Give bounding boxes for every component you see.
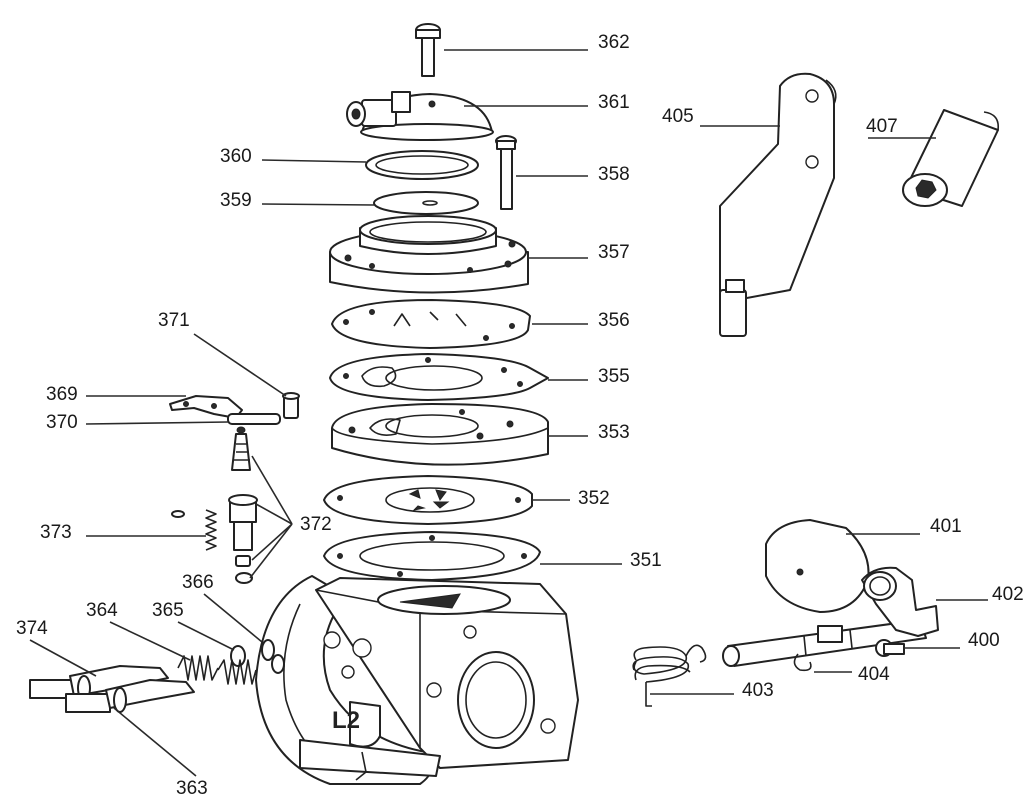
callout-404: 404	[858, 664, 890, 685]
callout-360: 360	[220, 146, 252, 167]
callout-362: 362	[598, 32, 630, 53]
part-371-fitting	[282, 392, 300, 419]
callout-355: 355	[598, 366, 630, 387]
leader-line-360	[261, 159, 367, 163]
part-373-spring	[171, 509, 217, 551]
part-372-needle-valve	[228, 426, 258, 584]
callout-400: 400	[968, 630, 1000, 651]
leader-line-371	[193, 333, 287, 397]
callout-366: 366	[182, 572, 214, 593]
part-355-diaphragm	[329, 353, 549, 401]
part-364-spring	[177, 655, 219, 681]
part-356-gasket	[331, 299, 531, 349]
callout-353: 353	[598, 422, 630, 443]
part-361-cover	[346, 91, 494, 141]
callout-369: 369	[46, 384, 78, 405]
callout-373: 373	[40, 522, 72, 543]
callout-363: 363	[176, 778, 208, 799]
leader-line-365	[177, 621, 235, 651]
callout-356: 356	[598, 310, 630, 331]
callout-372: 372	[300, 514, 332, 535]
part-404-clip	[793, 653, 812, 672]
leader-line-372	[249, 523, 293, 579]
leader-line-374	[29, 639, 97, 677]
leader-line-372	[251, 523, 293, 561]
leader-line-363	[113, 707, 197, 777]
part-357-block	[329, 215, 529, 294]
callout-370: 370	[46, 412, 78, 433]
callout-361: 361	[598, 92, 630, 113]
callout-357: 357	[598, 242, 630, 263]
leader-line-359	[261, 203, 375, 206]
part-405-bracket	[719, 72, 837, 337]
leader-line-372	[251, 455, 293, 525]
callout-401: 401	[930, 516, 962, 537]
part-353-plate	[331, 403, 549, 466]
callout-374: 374	[16, 618, 48, 639]
part-370-pin	[227, 413, 281, 425]
carburetor-body: L2	[255, 575, 579, 785]
part-365-spring	[217, 645, 257, 685]
callout-359: 359	[220, 190, 252, 211]
callout-371: 371	[158, 310, 190, 331]
body-mark-label: L2	[332, 707, 360, 734]
callout-405: 405	[662, 106, 694, 127]
callout-364: 364	[86, 600, 118, 621]
part-407-sleeve	[902, 109, 1000, 207]
part-403-torsion-spring	[632, 644, 707, 707]
part-363-adjusting-screw	[65, 679, 195, 713]
leader-line-364	[109, 621, 191, 661]
part-359-disc	[373, 191, 479, 215]
callout-352: 352	[578, 488, 610, 509]
leader-line-366	[203, 593, 263, 643]
callout-407: 407	[866, 116, 898, 137]
callout-402: 402	[992, 584, 1024, 605]
part-366-washers	[261, 639, 285, 674]
part-362-screw	[415, 23, 441, 77]
part-358-screw	[495, 135, 517, 210]
callout-358: 358	[598, 164, 630, 185]
part-360-ring	[365, 150, 479, 180]
part-402-throttle-shaft	[722, 566, 939, 667]
part-351-gasket	[323, 531, 541, 581]
leader-line-370	[85, 421, 229, 425]
part-352-diaphragm	[323, 475, 533, 525]
leader-line-372	[255, 503, 293, 525]
callout-351: 351	[630, 550, 662, 571]
callout-layer: 362 361 360 358 359 357 356 355 353 352 351 371 369 3…	[16, 32, 1024, 799]
part-400-screw	[875, 639, 905, 657]
callout-403: 403	[742, 680, 774, 701]
callout-365: 365	[152, 600, 184, 621]
